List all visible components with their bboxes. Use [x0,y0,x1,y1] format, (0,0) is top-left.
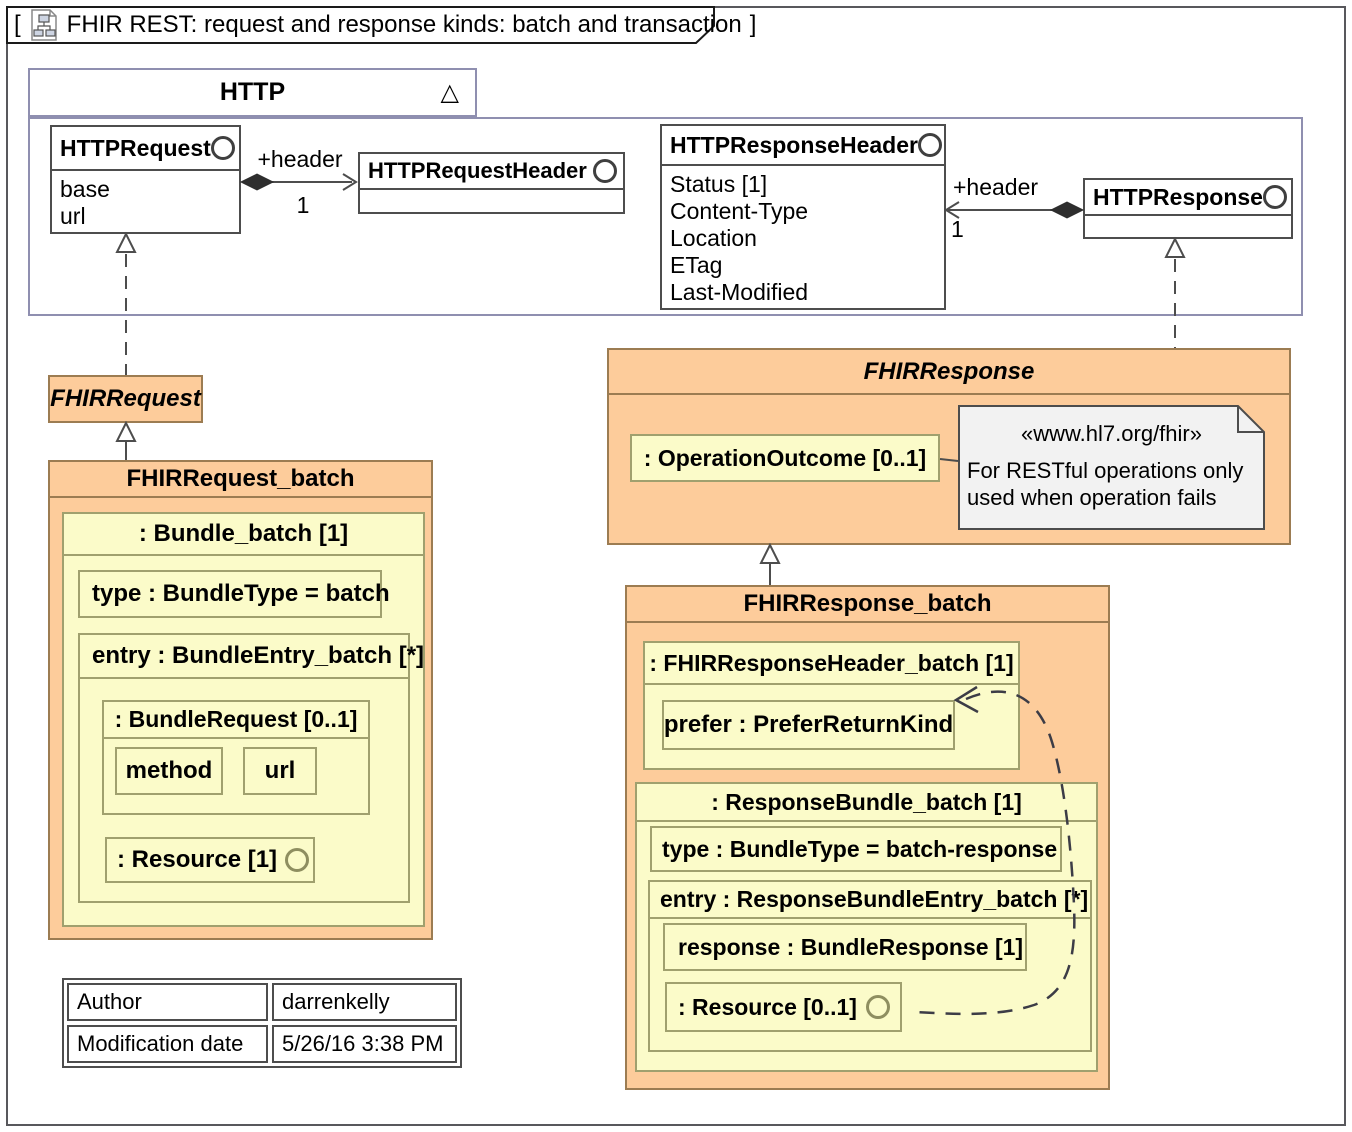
attribute-status: Status [1] [670,171,768,197]
part-resource-response[interactable]: : Resource [0..1] [665,982,902,1032]
comment-note[interactable]: «www.hl7.org/fhir» For RESTful operation… [958,405,1265,530]
assoc-role-label: +header [953,174,1039,200]
part-operationoutcome-label: : OperationOutcome [0..1] [643,444,927,471]
diagram-name-tab[interactable]: [ FHIR REST: request and response kinds:… [14,9,756,41]
class-httpresponse[interactable]: HTTPResponse [1083,178,1293,239]
attribute-url: url [60,203,86,229]
diagram-tree-icon [30,9,57,41]
part-url-label: url [264,757,296,784]
note-line2: used when operation fails [967,485,1217,510]
class-fhirrequest[interactable]: FHIRRequest [48,375,203,423]
part-fhirresponseheader-batch-label: : FHIRResponseHeader_batch [1] [649,649,1014,676]
class-httprequest[interactable]: HTTPRequest base url [50,125,241,234]
part-resource-response-label: : Resource [0..1] [678,993,857,1020]
interface-circle-icon [210,136,235,160]
http-frame-tab[interactable]: HTTP △ [28,68,477,117]
part-type-batch[interactable]: type : BundleType = batch [78,570,390,618]
part-bundlerequest-label: : BundleRequest [0..1] [114,706,358,732]
interface-circle-icon [285,848,310,872]
part-url[interactable]: url [243,747,317,795]
collapse-triangle-icon[interactable]: △ [440,79,459,106]
assoc-role-label: +header [257,146,343,172]
attribute-location: Location [670,225,757,251]
part-bundleresponse[interactable]: response : BundleResponse [1] [663,923,1027,971]
class-httprequestheader[interactable]: HTTPRequestHeader [358,152,625,214]
class-httpresponse-name: HTTPResponse [1093,183,1263,210]
interface-circle-icon [593,159,617,183]
http-frame-body [28,117,1303,316]
note-line1: For RESTful operations only [967,458,1244,483]
info-moddate-label: Modification date [67,1025,268,1063]
part-type-batch-response-label: type : BundleType = batch-response [662,835,1058,862]
class-fhirresponse-name: FHIRResponse [863,357,1035,385]
part-type-batch-response[interactable]: type : BundleType = batch-response [650,826,1062,872]
class-fhirrequest-name: FHIRRequest [50,385,201,412]
part-entry-batch-label: entry : BundleEntry_batch [*] [92,642,425,669]
info-moddate-value: 5/26/16 3:38 PM [272,1025,457,1063]
attribute-etag: ETag [670,252,723,278]
note-shape [958,405,1265,530]
part-method-label: method [125,757,213,784]
assoc-multiplicity-label: 1 [296,192,310,218]
class-fhirresponse-batch-name: FHIRResponse_batch [743,590,992,617]
info-author-value: darrenkelly [272,983,457,1021]
part-bundle-batch-label: : Bundle_batch [1] [138,520,349,547]
interface-circle-icon [917,133,942,157]
info-author-label: Author [67,983,268,1021]
assoc-multiplicity-label: 1 [951,216,964,242]
interface-circle-icon [865,995,890,1019]
class-httprequest-name: HTTPRequest [60,134,211,161]
part-method[interactable]: method [115,747,223,795]
note-stereotype: «www.hl7.org/fhir» [1021,421,1202,446]
http-frame-title: HTTP [219,78,286,106]
part-entry-response-batch-label: entry : ResponseBundleEntry_batch [*] [660,886,1089,912]
diagram-title: FHIR REST: request and response kinds: b… [66,11,742,38]
part-prefer[interactable]: prefer : PreferReturnKind [662,700,955,750]
attribute-base: base [60,176,110,202]
class-httpresponseheader-name: HTTPResponseHeader [670,131,918,158]
part-type-batch-label: type : BundleType = batch [92,580,390,607]
part-operationoutcome[interactable]: : OperationOutcome [0..1] [630,434,940,482]
part-prefer-label: prefer : PreferReturnKind [663,711,954,738]
bracket-close: ] [749,11,757,38]
part-responsebundle-batch-label: : ResponseBundle_batch [1] [711,788,1022,815]
part-resource[interactable]: : Resource [1] [105,837,315,883]
part-resource-label: : Resource [1] [117,846,278,873]
class-fhirrequest-batch-name: FHIRRequest_batch [126,465,355,492]
class-httprequestheader-name: HTTPRequestHeader [368,158,587,183]
interface-circle-icon [1262,185,1287,209]
attribute-last-modified: Last-Modified [670,279,809,305]
part-bundleresponse-label: response : BundleResponse [1] [678,933,1024,960]
attribute-content-type: Content-Type [670,198,809,224]
bracket-open: [ [14,11,21,38]
diagram-info-table: Author darrenkelly Modification date 5/2… [62,978,462,1068]
class-httpresponseheader[interactable]: HTTPResponseHeader Status [1] Content-Ty… [660,124,946,310]
